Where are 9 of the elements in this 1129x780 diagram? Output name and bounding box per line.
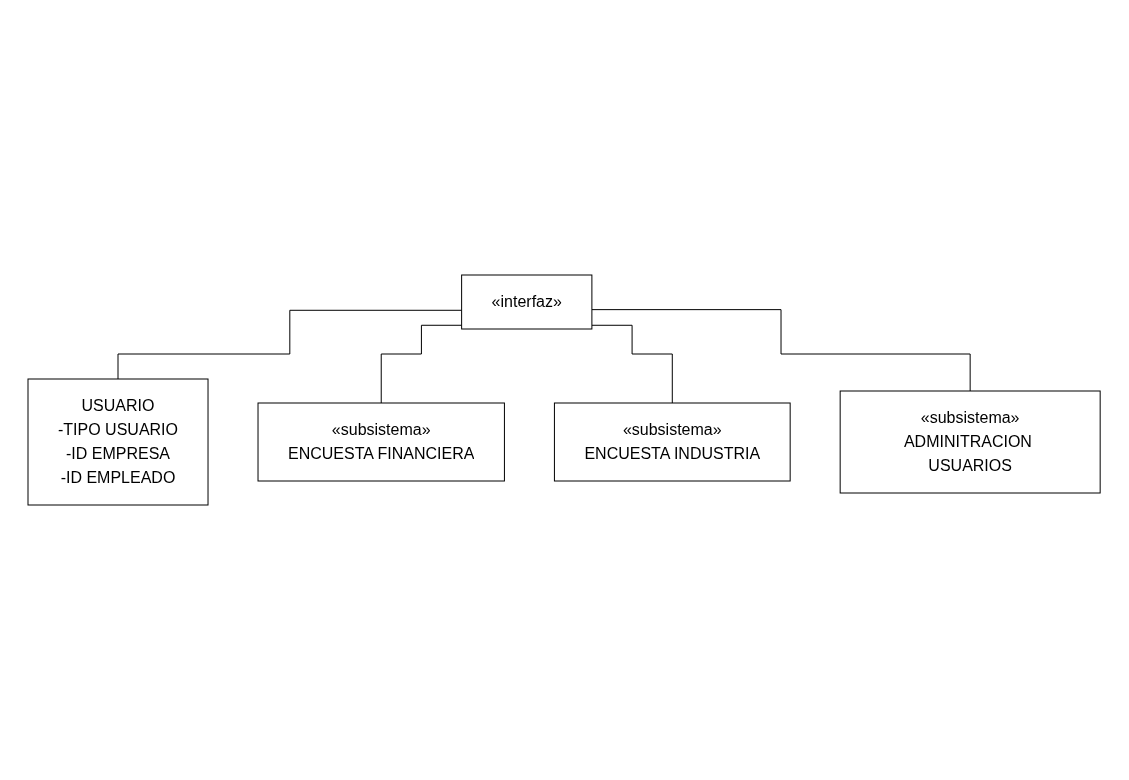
connector bbox=[117, 309, 463, 380]
node-box: USUARIO -TIPO USUARIO -ID EMPRESA -ID EMPLEADO bbox=[27, 378, 209, 506]
node-box: «subsistema» ADMINITRACION USUARIOS bbox=[840, 390, 1102, 494]
node-box: «subsistema» ENCUESTA INDUSTRIA bbox=[554, 402, 792, 482]
connector bbox=[591, 324, 674, 404]
connector bbox=[591, 309, 972, 392]
connector bbox=[381, 324, 463, 404]
node-box: «subsistema» ENCUESTA FINANCIERA bbox=[257, 402, 506, 482]
node-box: «interfaz» bbox=[461, 274, 593, 330]
